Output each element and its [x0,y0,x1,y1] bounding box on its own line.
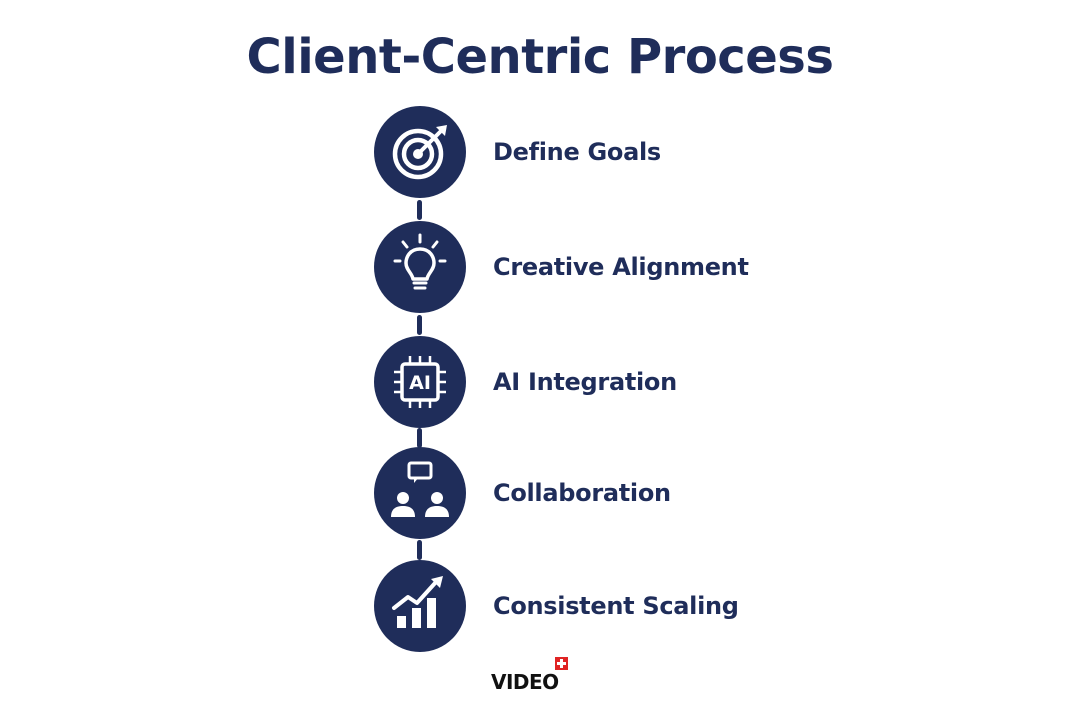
step-define-goals: Define Goals [374,106,934,198]
connector-line [417,315,422,335]
connector-line [417,540,422,560]
step-label: Define Goals [493,138,661,166]
step-icon-circle [374,447,466,539]
step-icon-circle [374,221,466,313]
lightbulb-icon [393,233,447,290]
step-label: AI Integration [493,368,677,396]
ai-chip-text: AI [409,372,431,394]
page-title: Client-Centric Process [246,29,834,85]
step-icon-circle [374,560,466,652]
step-label: Creative Alignment [493,253,749,281]
step-consistent-scaling: Consistent Scaling [374,560,934,652]
step-creative-alignment: Creative Alignment [374,221,934,313]
growth-chart-icon [392,576,443,628]
step-ai-integration: AI AI Integration [374,336,934,428]
brand-logo: VIDEO [491,657,591,697]
ai-chip-icon: AI [394,356,446,408]
step-icon-circle [374,106,466,198]
red-cross-icon [555,657,568,670]
connector-line [417,428,422,448]
step-collaboration: Collaboration [374,447,934,539]
logo-text: VIDEO [491,670,559,694]
target-icon [392,125,447,180]
step-label: Collaboration [493,479,671,507]
step-icon-circle: AI [374,336,466,428]
connector-line [417,200,422,220]
team-chat-icon [391,461,449,517]
step-label: Consistent Scaling [493,592,739,620]
